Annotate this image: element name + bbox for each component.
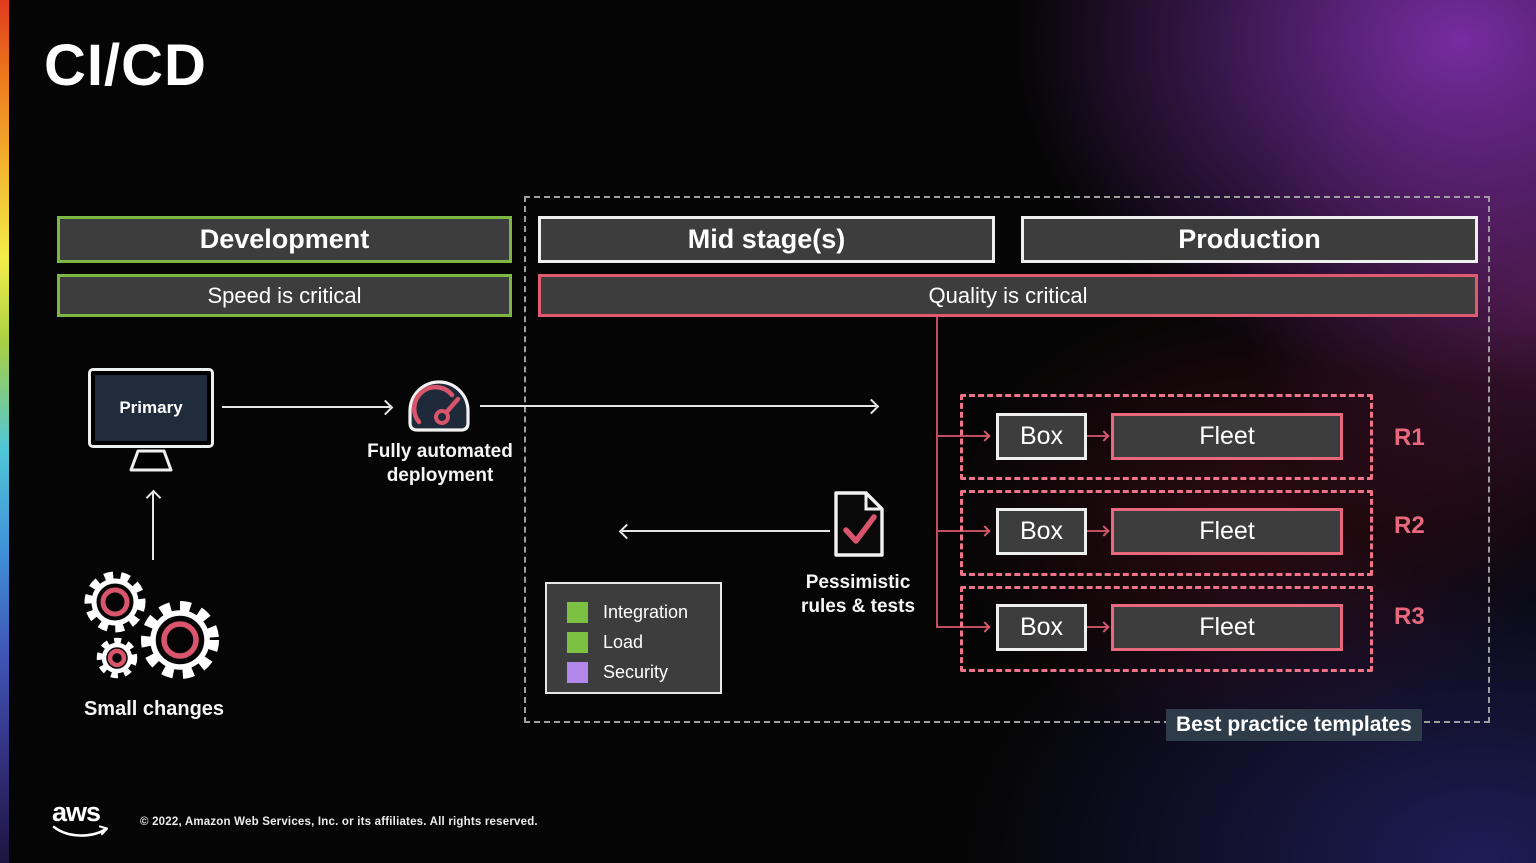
arrow-gears-to-monitor	[152, 491, 154, 560]
gears-icon	[72, 563, 244, 695]
fleet-node-r2: Fleet	[1111, 508, 1343, 555]
monitor-stand-icon	[121, 449, 181, 473]
aws-logo-text: aws	[52, 797, 101, 827]
aws-smile-logo: aws	[52, 797, 112, 841]
box-node-r1: Box	[996, 413, 1087, 460]
integration-swatch	[567, 601, 588, 623]
legend-row-security: Security	[567, 657, 720, 687]
pessimistic-rules-label: Pessimistic rules & tests	[800, 572, 916, 617]
arrow-monitor-to-gauge-head	[377, 399, 394, 415]
development-header: Development	[57, 216, 512, 263]
aws-smile-icon	[52, 825, 109, 837]
release-row-r2	[960, 490, 1373, 576]
release-row-r1	[960, 394, 1373, 480]
gear-medium	[84, 571, 146, 633]
quality-connector-vertical	[936, 317, 938, 628]
arrow-gears-to-monitor-head	[145, 489, 161, 506]
small-changes-label: Small changes	[83, 698, 225, 720]
best-practice-templates-label: Best practice templates	[1166, 709, 1422, 741]
release-row-r3	[960, 586, 1373, 672]
best-practice-boundary	[524, 196, 1490, 723]
fleet-node-r1: Fleet	[1111, 413, 1343, 460]
fleet-node-r3: Fleet	[1111, 604, 1343, 651]
release-label-r2: R2	[1394, 512, 1425, 539]
monitor-icon: Primary	[88, 368, 214, 448]
speedometer-gauge-icon	[406, 375, 472, 435]
legend-row-load: Load	[567, 627, 720, 657]
test-legend: Integration Load Security	[545, 582, 722, 694]
quality-critical-label: Quality is critical	[538, 274, 1478, 317]
gear-small	[96, 637, 138, 679]
security-swatch	[567, 661, 588, 683]
speed-critical-label: Speed is critical	[57, 274, 512, 317]
arrow-rules-to-midstage	[622, 530, 830, 532]
arrow-gauge-to-production	[480, 405, 876, 407]
arrow-box-to-fleet-r3	[1087, 626, 1107, 628]
legend-row-integration: Integration	[567, 597, 720, 627]
box-node-r2: Box	[996, 508, 1087, 555]
arrow-box-to-fleet-r2	[1087, 530, 1107, 532]
arrow-box-to-fleet-r1	[1087, 435, 1107, 437]
production-header: Production	[1021, 216, 1478, 263]
deployment-label: Fully automated deployment	[367, 441, 513, 486]
gear-large	[141, 601, 219, 679]
arrow-monitor-to-gauge	[222, 406, 390, 408]
box-node-r3: Box	[996, 604, 1087, 651]
copyright-text: © 2022, Amazon Web Services, Inc. or its…	[140, 816, 538, 828]
primary-label: Primary	[95, 375, 207, 441]
document-check-icon	[831, 489, 887, 559]
release-label-r1: R1	[1394, 424, 1425, 451]
release-label-r3: R3	[1394, 603, 1425, 630]
page-title: CI/CD	[44, 33, 207, 98]
load-swatch	[567, 631, 588, 653]
mid-stages-header: Mid stage(s)	[538, 216, 995, 263]
rainbow-strip	[0, 0, 9, 863]
